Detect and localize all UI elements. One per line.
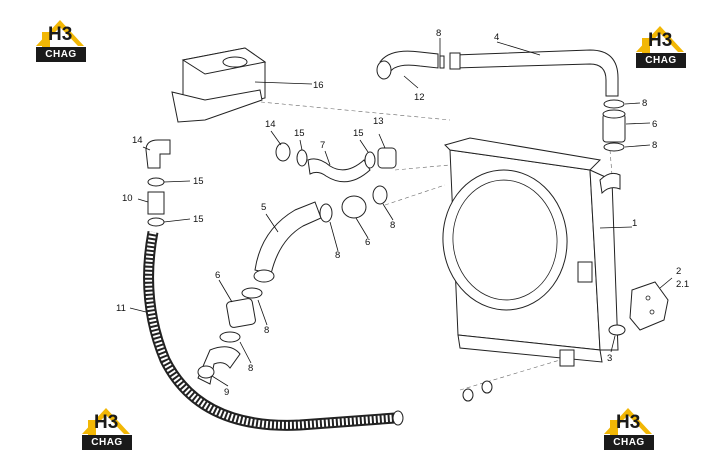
callout-15-left-lower: 15 bbox=[193, 214, 204, 225]
callout-6-right: 6 bbox=[652, 119, 657, 130]
logo-mark: H3 bbox=[616, 412, 641, 433]
logo-roof-icon bbox=[36, 20, 84, 48]
callout-8-center-right: 8 bbox=[390, 220, 395, 231]
callout-3: 3 bbox=[607, 353, 612, 364]
logo-tag: CHAG bbox=[36, 47, 86, 62]
callout-12: 12 bbox=[414, 92, 425, 103]
upper-pipe-assembly bbox=[376, 49, 619, 97]
brand-logo-top-right: H3 CHAG bbox=[634, 22, 690, 74]
logo-mark: H3 bbox=[48, 24, 73, 45]
logo-roof-icon bbox=[82, 408, 130, 436]
callout-14-center: 14 bbox=[265, 119, 276, 130]
callout-16: 16 bbox=[313, 80, 324, 91]
callout-8-lower: 8 bbox=[248, 363, 253, 374]
callout-9: 9 bbox=[224, 387, 229, 398]
callout-10: 10 bbox=[122, 193, 133, 204]
callout-2: 2 bbox=[676, 266, 681, 277]
brand-logo-top-left: H3 CHAG bbox=[34, 16, 90, 68]
callout-8-right-upper: 8 bbox=[642, 98, 647, 109]
washer-3 bbox=[608, 324, 626, 336]
right-hose-stack bbox=[602, 99, 626, 152]
callout-8-top: 8 bbox=[436, 28, 441, 39]
bottom-clamps bbox=[462, 380, 493, 402]
radiator-assembly bbox=[442, 137, 621, 367]
leader-lines bbox=[129, 38, 673, 387]
callout-1: 1 bbox=[632, 218, 637, 229]
callout-14-left: 14 bbox=[132, 135, 143, 146]
callout-8-lower-upper: 8 bbox=[264, 325, 269, 336]
assembly-guides bbox=[239, 99, 613, 391]
callout-7: 7 bbox=[320, 140, 325, 151]
expansion-tank bbox=[171, 47, 267, 123]
logo-tag: CHAG bbox=[82, 435, 132, 450]
center-hose-group bbox=[275, 142, 397, 183]
logo-roof-icon bbox=[604, 408, 652, 436]
callout-5: 5 bbox=[261, 202, 266, 213]
hose-5-group bbox=[253, 185, 388, 283]
brand-logo-bottom-right: H3 CHAG bbox=[602, 404, 658, 456]
callout-2-1: 2.1 bbox=[676, 279, 689, 290]
callout-4: 4 bbox=[494, 32, 499, 43]
callout-labels: 8 4 12 16 8 6 8 14 15 7 15 13 14 15 10 1… bbox=[116, 28, 689, 398]
callout-13: 13 bbox=[373, 116, 384, 127]
logo-mark: H3 bbox=[94, 412, 119, 433]
callout-6-lower: 6 bbox=[215, 270, 220, 281]
callout-6-center: 6 bbox=[365, 237, 370, 248]
callout-8-right-lower: 8 bbox=[652, 140, 657, 151]
logo-roof-icon bbox=[636, 26, 684, 54]
logo-tag: CHAG bbox=[636, 53, 686, 68]
brand-logo-bottom-left: H3 CHAG bbox=[80, 404, 136, 456]
callout-8-hose5: 8 bbox=[335, 250, 340, 261]
callout-15-center-right: 15 bbox=[353, 128, 364, 139]
logo-tag: CHAG bbox=[604, 435, 654, 450]
bracket-2 bbox=[629, 281, 669, 331]
logo-mark: H3 bbox=[648, 30, 673, 51]
callout-15-left-upper: 15 bbox=[193, 176, 204, 187]
lower-hose-group bbox=[197, 287, 263, 385]
left-hose-group bbox=[143, 139, 404, 431]
callout-15-center: 15 bbox=[294, 128, 305, 139]
callout-11: 11 bbox=[116, 303, 126, 314]
